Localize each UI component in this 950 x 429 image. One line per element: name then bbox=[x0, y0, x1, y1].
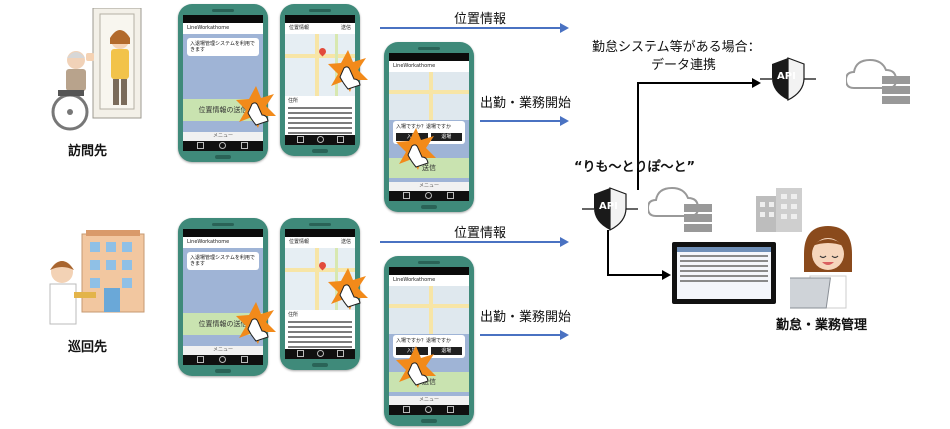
clock-out-button[interactable]: 退場 bbox=[430, 133, 462, 141]
address-list-title: 住所 bbox=[288, 312, 299, 318]
phone-clock-in-top: LineWorkathome 入場ですか？退場ですか 入場 退場 送信 メニュー bbox=[384, 42, 474, 212]
phone-clock-in-bottom: LineWorkathome 入場ですか？退場ですか 入場 退場 送信 メニュー bbox=[384, 256, 474, 426]
tap-star-icon bbox=[236, 302, 276, 344]
location-info-label-top: 位置情報 bbox=[454, 12, 507, 27]
chat-message: 入退場管理システムを利用できます bbox=[187, 38, 259, 56]
arrow-clock-in-bottom bbox=[480, 334, 560, 336]
app-title: LineWorkathome bbox=[389, 61, 469, 72]
address-list: 住所 bbox=[285, 310, 355, 349]
visit-site-label: 訪問先 bbox=[68, 144, 108, 159]
office-building-icon bbox=[756, 188, 802, 232]
connector-up bbox=[637, 82, 639, 190]
product-name: “りも〜とりぽ〜と” bbox=[574, 160, 696, 175]
address-list-title: 住所 bbox=[288, 98, 299, 104]
patrol-site-label: 巡回先 bbox=[68, 340, 108, 355]
integration-text-line2: データ連携 bbox=[651, 58, 717, 73]
tap-star-icon bbox=[328, 268, 368, 310]
tap-star-icon bbox=[396, 346, 436, 388]
clock-out-button[interactable]: 退場 bbox=[430, 347, 462, 355]
tap-star-icon bbox=[396, 128, 436, 170]
clock-in-label-bottom: 出勤・業務開始 bbox=[480, 310, 572, 325]
clock-in-button[interactable]: 入場 bbox=[396, 347, 428, 355]
integration-text-line1: 勤怠システム等がある場合： bbox=[592, 40, 761, 55]
manager-illustration bbox=[790, 226, 852, 309]
tap-star-icon bbox=[236, 86, 276, 128]
api-shield-icon-top bbox=[760, 57, 816, 101]
map-send-link[interactable]: 送信 bbox=[340, 239, 351, 245]
menu-bar[interactable]: メニュー bbox=[183, 346, 263, 355]
api-label-center: API bbox=[599, 201, 618, 212]
api-label-top: API bbox=[777, 71, 796, 82]
app-title: LineWorkathome bbox=[183, 23, 263, 34]
management-monitor bbox=[672, 242, 776, 304]
connector-down bbox=[607, 230, 609, 276]
home-visit-illustration bbox=[51, 8, 142, 131]
arrow-location-top bbox=[380, 27, 560, 29]
arrow-location-bottom bbox=[380, 241, 560, 243]
address-list: 住所 bbox=[285, 96, 355, 135]
tap-star-icon bbox=[328, 50, 368, 92]
map-send-link[interactable]: 送信 bbox=[340, 25, 351, 31]
phone-send-location-top: LineWorkathome 入退場管理システムを利用できます 位置情報の送信 … bbox=[178, 4, 268, 162]
menu-bar[interactable]: メニュー bbox=[183, 132, 263, 141]
phone-send-location-bottom: LineWorkathome 入退場管理システムを利用できます 位置情報の送信 … bbox=[178, 218, 268, 376]
menu-bar[interactable]: メニュー bbox=[389, 182, 469, 191]
api-shield-icon-center bbox=[582, 187, 638, 231]
clock-in-label-top: 出勤・業務開始 bbox=[480, 96, 572, 111]
chat-message: 入退場管理システムを利用できます bbox=[187, 252, 259, 270]
arrow-clock-in-top bbox=[480, 120, 560, 122]
map-header-title: 位置情報 bbox=[289, 25, 310, 31]
send-button[interactable]: 送信 bbox=[389, 158, 469, 178]
patrol-site-illustration bbox=[49, 230, 145, 325]
app-title: LineWorkathome bbox=[183, 237, 263, 248]
clock-question: 入場ですか？退場ですか bbox=[396, 338, 452, 344]
clock-question: 入場ですか？退場ですか bbox=[396, 124, 452, 130]
management-label: 勤怠・業務管理 bbox=[776, 318, 868, 333]
cloud-server-icon-top bbox=[846, 58, 910, 104]
location-info-label-bottom: 位置情報 bbox=[454, 226, 507, 241]
cloud-server-icon-center bbox=[648, 186, 712, 232]
map-header-title: 位置情報 bbox=[289, 239, 310, 245]
menu-bar[interactable]: メニュー bbox=[389, 396, 469, 405]
app-title: LineWorkathome bbox=[389, 275, 469, 286]
